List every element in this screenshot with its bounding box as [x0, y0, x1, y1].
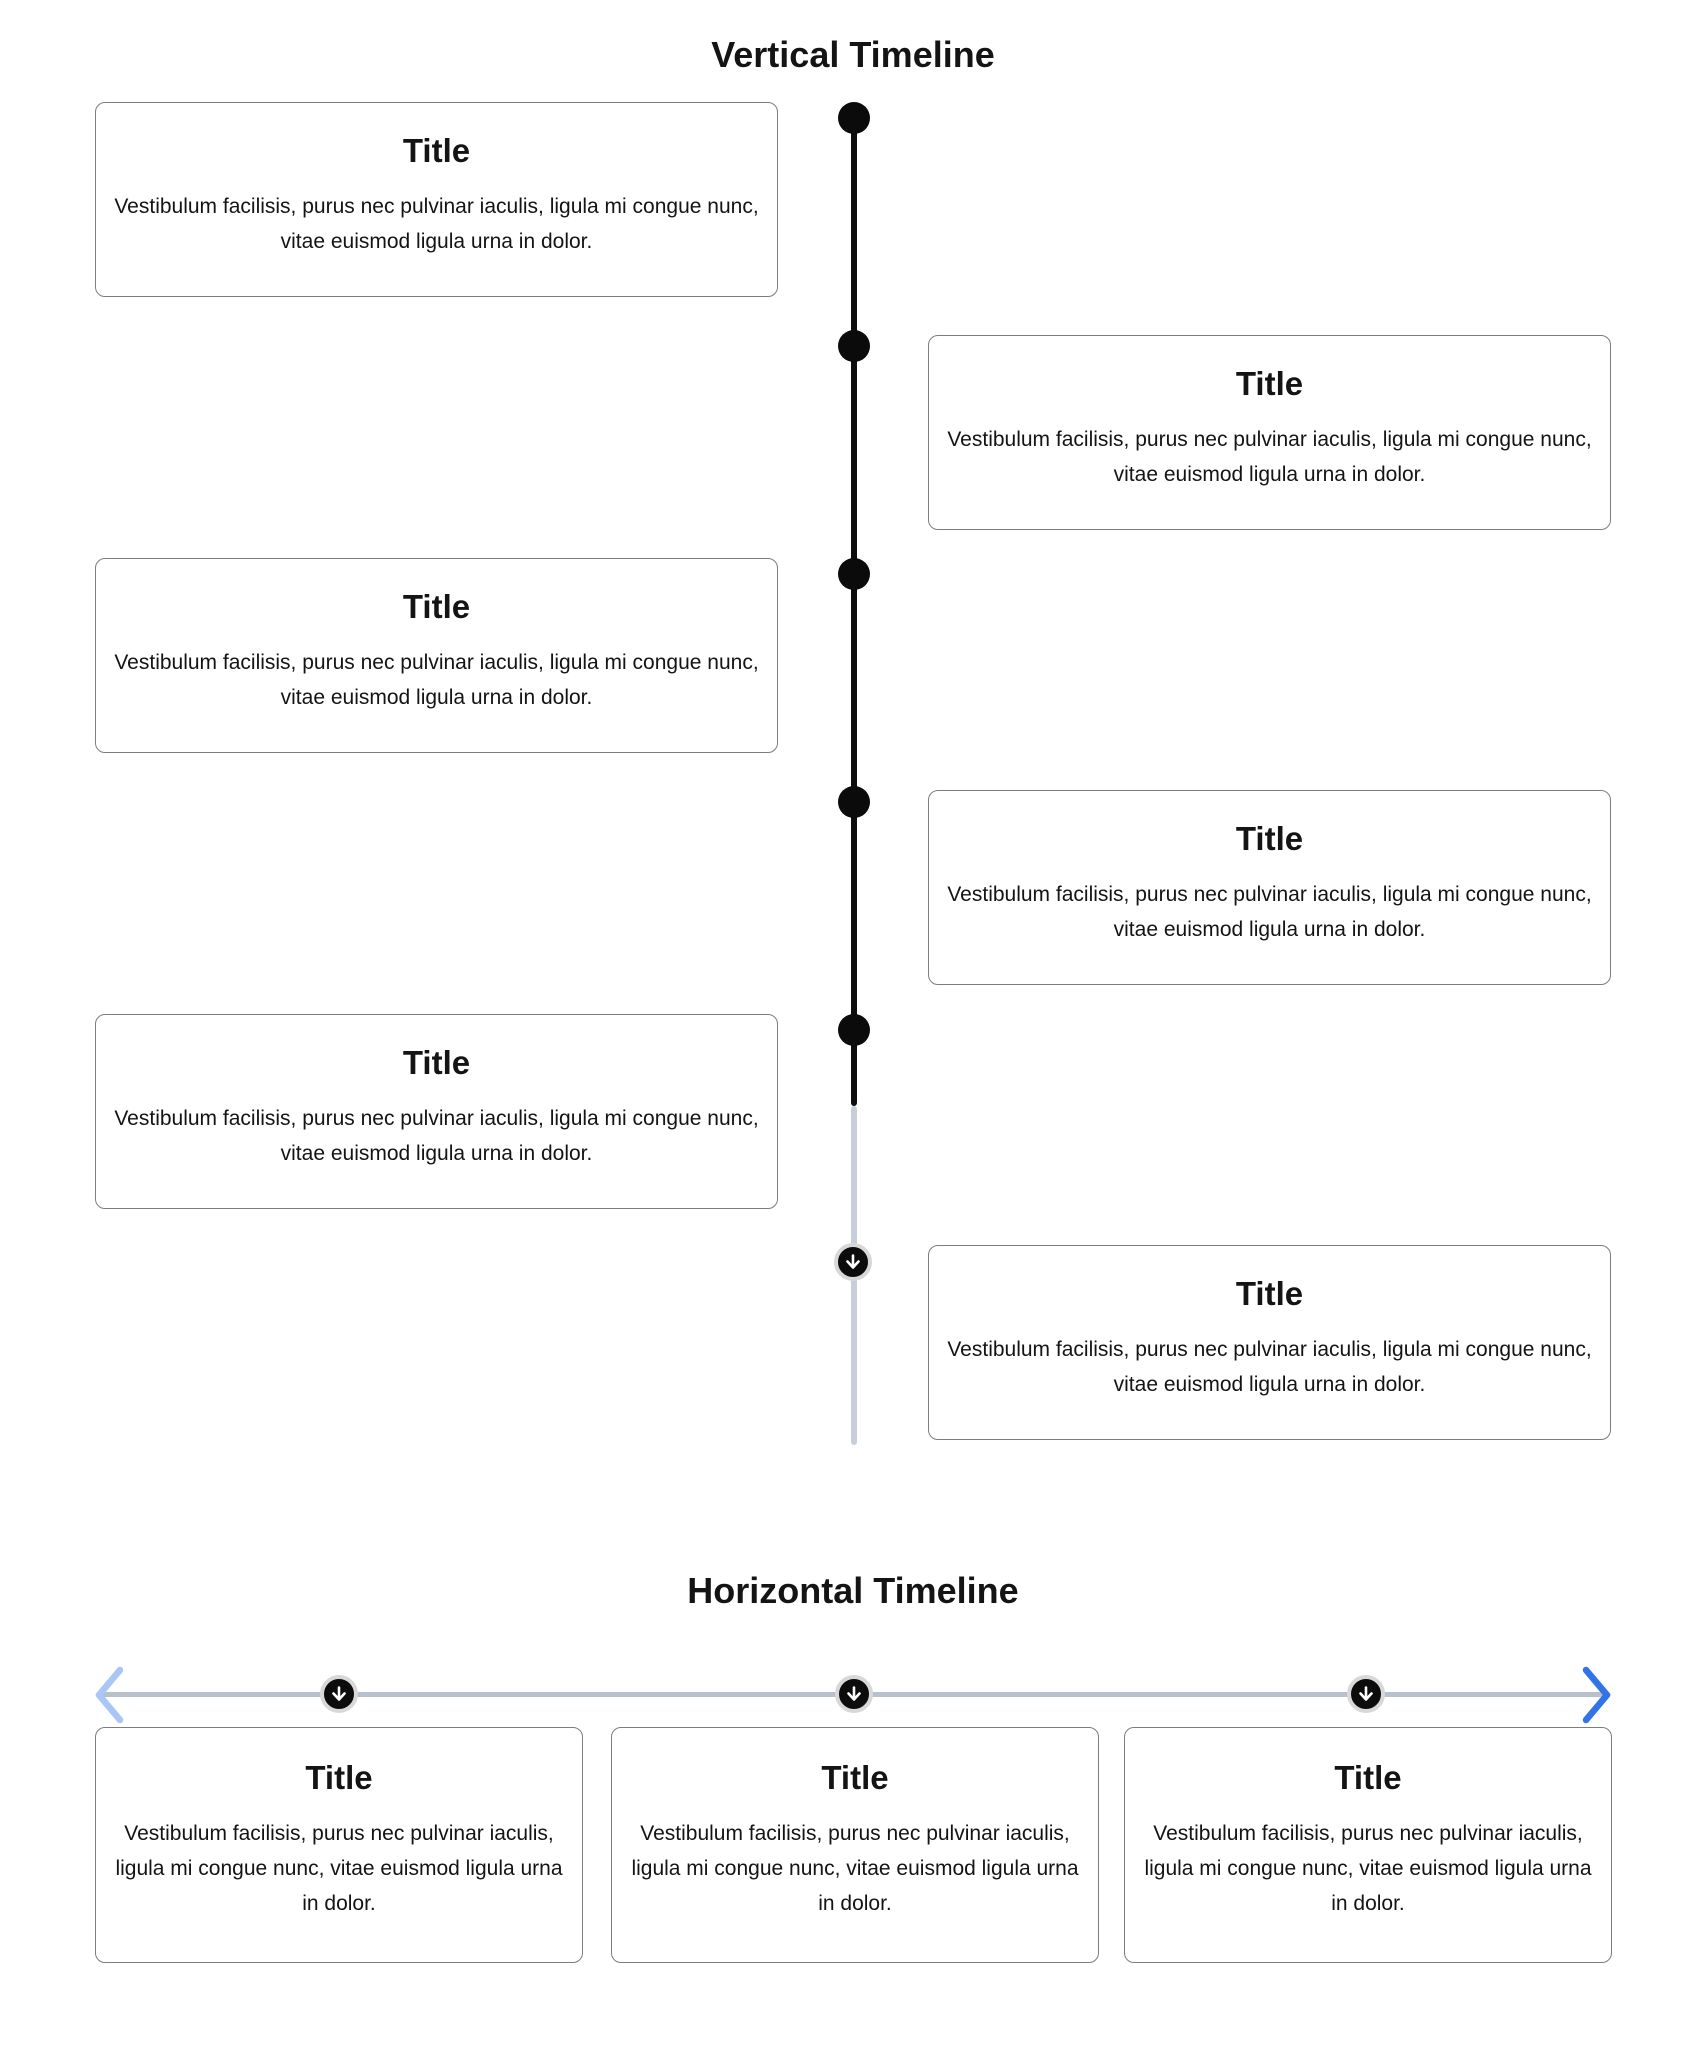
- timeline-card: Title Vestibulum facilisis, purus nec pu…: [95, 102, 778, 297]
- card-text: Vestibulum facilisis, purus nec pulvinar…: [115, 1821, 563, 1915]
- chevron-left-icon[interactable]: [92, 1663, 126, 1727]
- timeline-card: Title Vestibulum facilisis, purus nec pu…: [611, 1727, 1099, 1963]
- card-text: Vestibulum facilisis, purus nec pulvinar…: [631, 1821, 1079, 1915]
- vertical-timeline-title: Vertical Timeline: [711, 34, 995, 75]
- arrow-down-circle-icon[interactable]: [1347, 1675, 1385, 1713]
- card-title: Title: [821, 1759, 889, 1796]
- horizontal-timeline-title: Horizontal Timeline: [687, 1570, 1019, 1611]
- card-title: Title: [1235, 1275, 1304, 1312]
- arrow-down-circle-icon[interactable]: [835, 1675, 873, 1713]
- down-arrow-glyph: [1359, 1686, 1373, 1701]
- timeline-dot: [838, 330, 870, 362]
- card-text: Vestibulum facilisis, purus nec pulvinar…: [114, 650, 759, 709]
- down-arrow-glyph: [847, 1686, 861, 1701]
- card-title: Title: [1334, 1759, 1402, 1796]
- timeline-dot: [838, 558, 870, 590]
- timeline-card: Title Vestibulum facilisis, purus nec pu…: [1124, 1727, 1612, 1963]
- card-text: Vestibulum facilisis, purus nec pulvinar…: [114, 194, 759, 253]
- timeline-card: Title Vestibulum facilisis, purus nec pu…: [95, 1727, 583, 1963]
- timeline-card: Title Vestibulum facilisis, purus nec pu…: [95, 1014, 778, 1209]
- card-text: Vestibulum facilisis, purus nec pulvinar…: [114, 1106, 759, 1165]
- timeline-card: Title Vestibulum facilisis, purus nec pu…: [928, 335, 1611, 530]
- card-title: Title: [402, 1044, 471, 1081]
- card-text: Vestibulum facilisis, purus nec pulvinar…: [947, 882, 1592, 941]
- timeline-card: Title Vestibulum facilisis, purus nec pu…: [928, 1245, 1611, 1440]
- down-arrow-glyph: [332, 1686, 346, 1701]
- card-text: Vestibulum facilisis, purus nec pulvinar…: [947, 427, 1592, 486]
- card-title: Title: [402, 132, 471, 169]
- timeline-dot: [838, 102, 870, 134]
- card-title: Title: [1235, 365, 1304, 402]
- down-arrow-glyph: [846, 1254, 860, 1269]
- timeline-card: Title Vestibulum facilisis, purus nec pu…: [928, 790, 1611, 985]
- timeline-card: Title Vestibulum facilisis, purus nec pu…: [95, 558, 778, 753]
- chevron-right-icon[interactable]: [1580, 1663, 1614, 1727]
- timeline-dot: [838, 786, 870, 818]
- card-text: Vestibulum facilisis, purus nec pulvinar…: [947, 1337, 1592, 1396]
- timeline-dot: [838, 1014, 870, 1046]
- card-title: Title: [402, 588, 471, 625]
- card-title: Title: [305, 1759, 373, 1796]
- card-title: Title: [1235, 820, 1304, 857]
- card-text: Vestibulum facilisis, purus nec pulvinar…: [1144, 1821, 1592, 1915]
- vertical-timeline-line-filled: [851, 118, 857, 1106]
- arrow-down-circle-icon[interactable]: [834, 1243, 872, 1281]
- arrow-down-circle-icon[interactable]: [320, 1675, 358, 1713]
